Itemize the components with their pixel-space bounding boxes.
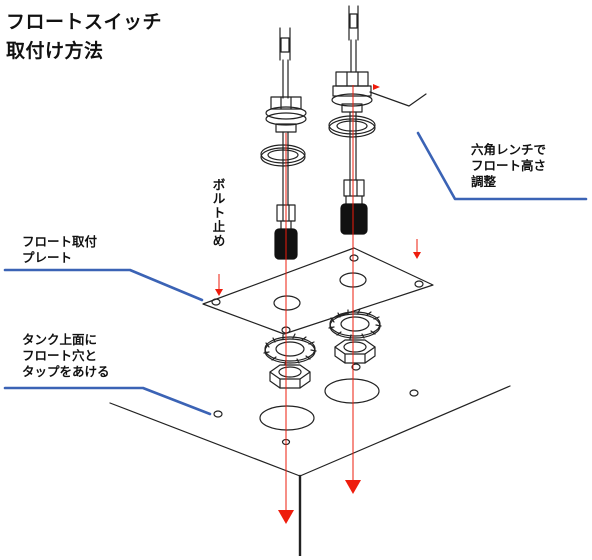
title-line-2: 取付け方法 bbox=[6, 40, 104, 62]
hex-nut-right bbox=[334, 339, 376, 364]
label-tank-top-holes: タンク上面に フロート穴と タップをあける bbox=[22, 332, 110, 379]
label-float-plate: フロート取付 プレート bbox=[22, 234, 98, 265]
hex-nut-left bbox=[269, 364, 311, 389]
float-switch-right bbox=[328, 5, 427, 205]
tank-body bbox=[109, 385, 511, 558]
label-bolt-fix: ボルト止め bbox=[212, 177, 226, 248]
leader-tank-top bbox=[3, 386, 212, 416]
leader-lines bbox=[3, 131, 588, 416]
title-line-1: フロートスイッチ bbox=[6, 11, 163, 33]
leader-hex-wrench bbox=[416, 131, 588, 201]
lock-washer-left bbox=[263, 333, 317, 365]
float-mounting-plate bbox=[202, 247, 434, 335]
leader-float-plate bbox=[3, 268, 204, 302]
lock-washer-right bbox=[328, 308, 382, 340]
insertion-arrows bbox=[215, 84, 421, 524]
tank-top-holes bbox=[213, 363, 419, 446]
float-switch-left bbox=[260, 27, 307, 230]
float-cap-right bbox=[340, 203, 368, 235]
label-hex-wrench-adjust: 六角レンチで フロート高さ 調整 bbox=[471, 142, 547, 189]
